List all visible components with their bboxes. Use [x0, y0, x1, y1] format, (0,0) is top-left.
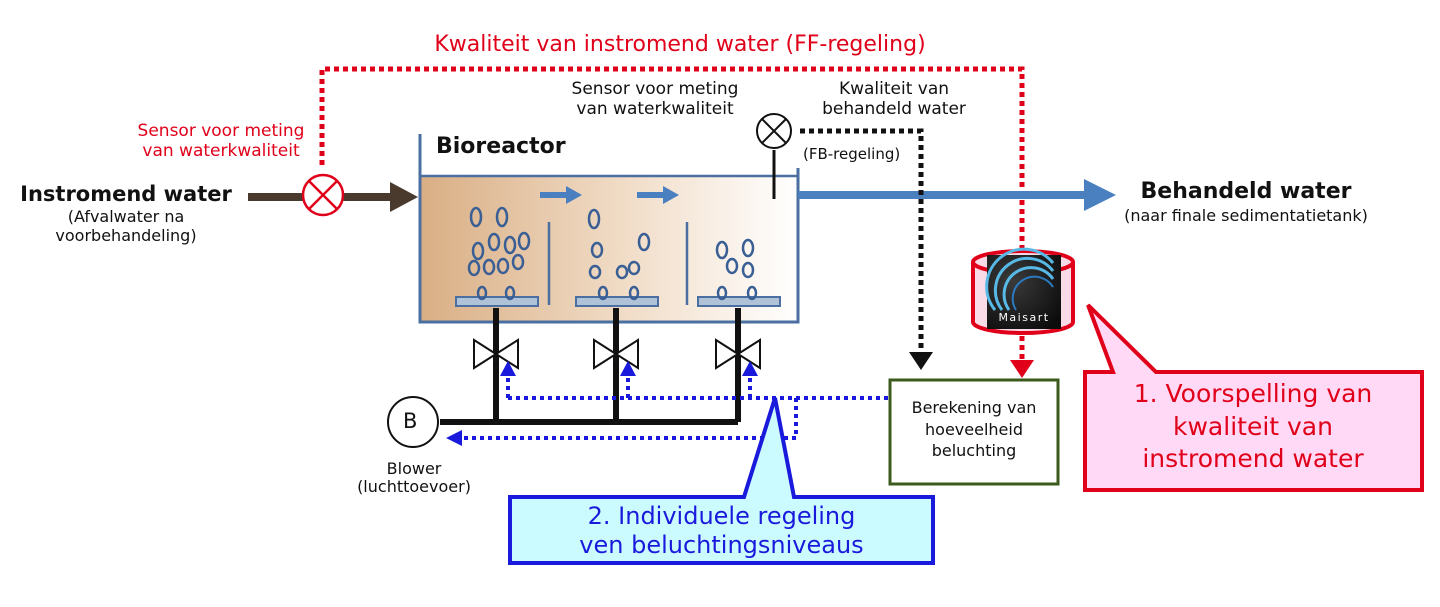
- diffuser-3: [697, 296, 781, 307]
- tank-flow-arrow-1: [540, 186, 582, 204]
- blower-icon: [387, 396, 439, 448]
- maisart-ai-unit: [971, 247, 1075, 335]
- blower-label: Blower (luchttoevoer): [357, 459, 471, 497]
- callout-2-text: 2. Individuele regeling ven beluchtingsn…: [579, 502, 864, 559]
- valve-2-icon: [593, 338, 639, 370]
- outflow-arrow-head: [1084, 179, 1116, 211]
- fb-arrow-head: [909, 352, 933, 370]
- blower-symbol: B: [403, 409, 418, 433]
- callout-2-box: [508, 397, 935, 565]
- callout-1-text: 1. Voorspelling van kwaliteit van instro…: [1133, 379, 1373, 473]
- aeration-control-lines: [458, 372, 890, 440]
- bioreactor-tank-wall: [418, 134, 800, 324]
- inflow-sensor-icon: [301, 173, 345, 217]
- inflow-arrow-head: [390, 182, 418, 212]
- air-bubbles: [467, 206, 758, 301]
- top-sensor-icon: [756, 113, 792, 149]
- valve-1-icon: [473, 338, 519, 370]
- maisart-arrow-head: [1010, 360, 1034, 378]
- outflow-label: Behandeld water (naar finale sedimentati…: [1124, 179, 1368, 226]
- ff-regulation-title: Kwaliteit van instromend water (FF-regel…: [434, 32, 926, 57]
- inflow-label: Instromend water (Afvalwater na voorbeha…: [20, 182, 232, 245]
- diffuser-2: [575, 296, 659, 307]
- bioreactor-label: Bioreactor: [436, 134, 566, 159]
- tank-flow-arrow-2: [637, 186, 679, 204]
- calc-box-text: Berekening van hoeveelheid beluchting: [911, 398, 1037, 461]
- fb-regulation-label: (FB-regeling): [803, 145, 901, 163]
- maisart-logo-text: Maisart: [998, 311, 1050, 324]
- treated-quality-label: Kwaliteit van behandeld water: [822, 79, 966, 119]
- inflow-sensor-label: Sensor voor meting van waterkwaliteit: [137, 121, 305, 161]
- valve-3-icon: [715, 338, 761, 370]
- fb-feedback-line: [800, 128, 924, 352]
- calc-box: [888, 378, 1060, 486]
- air-piping: [440, 308, 741, 425]
- top-sensor-label: Sensor voor meting van waterkwaliteit: [571, 79, 739, 119]
- diffuser-1: [455, 296, 539, 307]
- aeration-control-arrowheads: [446, 361, 758, 446]
- ff-feedforward-line: [319, 66, 1025, 252]
- callout-1-box: [1083, 303, 1424, 492]
